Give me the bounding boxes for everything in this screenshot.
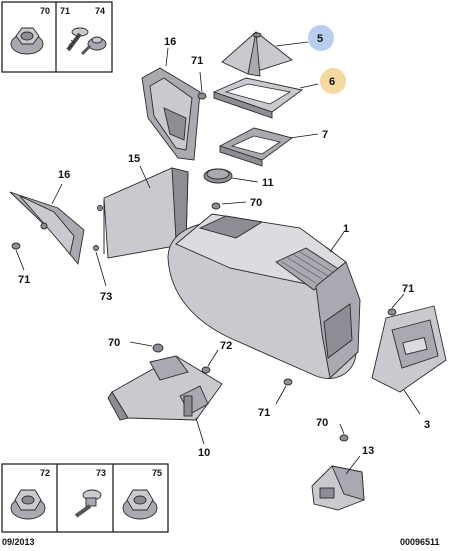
callout-11: 11 (262, 177, 274, 189)
screw-71-right (387, 308, 397, 316)
callout-1: 1 (343, 223, 349, 235)
inner-frame-part (218, 127, 294, 167)
legend-label-72: 72 (40, 468, 50, 478)
flange-nut-icon (122, 489, 158, 520)
callout-72: 72 (220, 340, 232, 352)
nut-70-bracket (152, 343, 164, 353)
callout-71-bottom: 71 (258, 407, 270, 419)
shoulder-bolt-icon (74, 489, 102, 518)
nut-70-connector (339, 434, 349, 442)
center-console-part (167, 213, 361, 379)
bottom-legend-box: 72 73 75 (1, 463, 169, 533)
top-legend-box: 70 71 74 (1, 1, 113, 73)
callout-71-upper: 71 (191, 55, 203, 67)
callout-70-console: 70 (250, 197, 262, 209)
nut-70-console (211, 202, 221, 210)
callout-6-highlight (320, 68, 346, 94)
callout-7: 7 (322, 129, 328, 141)
flange-nut-icon (10, 27, 44, 55)
callout-70-bracket: 70 (108, 337, 120, 349)
washer-screw-icon (80, 36, 107, 56)
callout-71-left: 71 (18, 274, 30, 286)
callout-70-connector: 70 (316, 417, 328, 429)
rear-vent-panel-part (371, 305, 447, 393)
legend-label-70: 70 (40, 6, 50, 16)
legend-label-74: 74 (95, 6, 105, 16)
legend-label-73: 73 (96, 468, 106, 478)
clip-73 (93, 205, 103, 251)
callout-13: 13 (362, 445, 374, 457)
trim-frame-part (212, 77, 304, 119)
callout-16-upper: 16 (164, 36, 176, 48)
side-panel-upper-part (141, 67, 201, 161)
nut-72-bracket (201, 366, 211, 374)
screw-icon (66, 27, 89, 52)
callout-16-lower: 16 (58, 169, 70, 181)
screw-71-bottom (283, 378, 293, 386)
callout-71-right: 71 (402, 283, 414, 295)
callout-10: 10 (198, 447, 210, 459)
reference-number: 00096511 (400, 537, 440, 547)
rubber-plug-part (203, 168, 233, 184)
lower-side-panel-part (103, 167, 189, 259)
screw-71-left (11, 242, 21, 250)
callout-5-highlight (308, 25, 334, 51)
screw-71-upper (197, 92, 207, 100)
connector-bracket-part (311, 465, 365, 511)
legend-label-75: 75 (152, 468, 162, 478)
date-code: 09/2013 (2, 537, 35, 547)
callout-5: 5 (317, 33, 323, 45)
gear-boot-part (221, 31, 293, 77)
callout-73: 73 (100, 291, 112, 303)
hex-nut-icon (10, 489, 46, 520)
mounting-bracket-part (107, 355, 223, 421)
callout-6: 6 (329, 76, 335, 88)
side-trim-lower-part (9, 191, 85, 266)
legend-label-71: 71 (60, 6, 70, 16)
callout-15: 15 (128, 153, 140, 165)
callout-3: 3 (424, 419, 430, 431)
